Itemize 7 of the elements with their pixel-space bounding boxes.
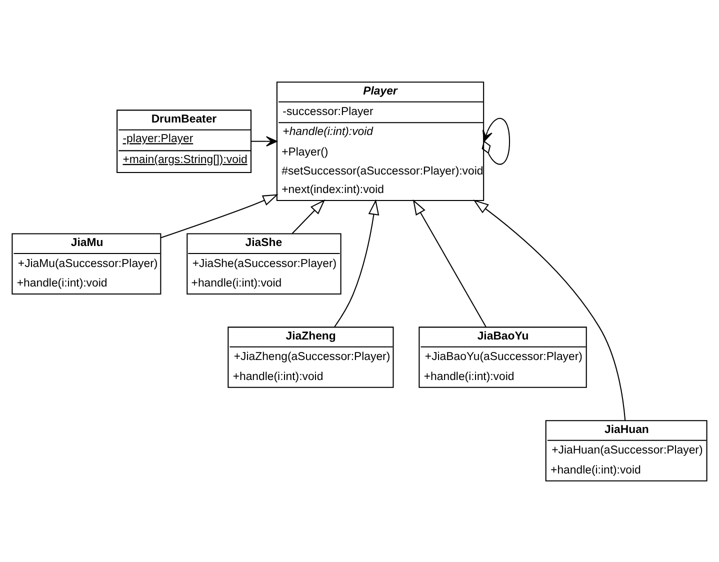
arrow	[160, 194, 278, 238]
arrow	[292, 198, 326, 234]
arrow	[412, 198, 486, 327]
arrow	[251, 136, 278, 146]
arrow	[473, 199, 626, 420]
arrow	[482, 118, 510, 164]
arrow	[334, 198, 380, 327]
